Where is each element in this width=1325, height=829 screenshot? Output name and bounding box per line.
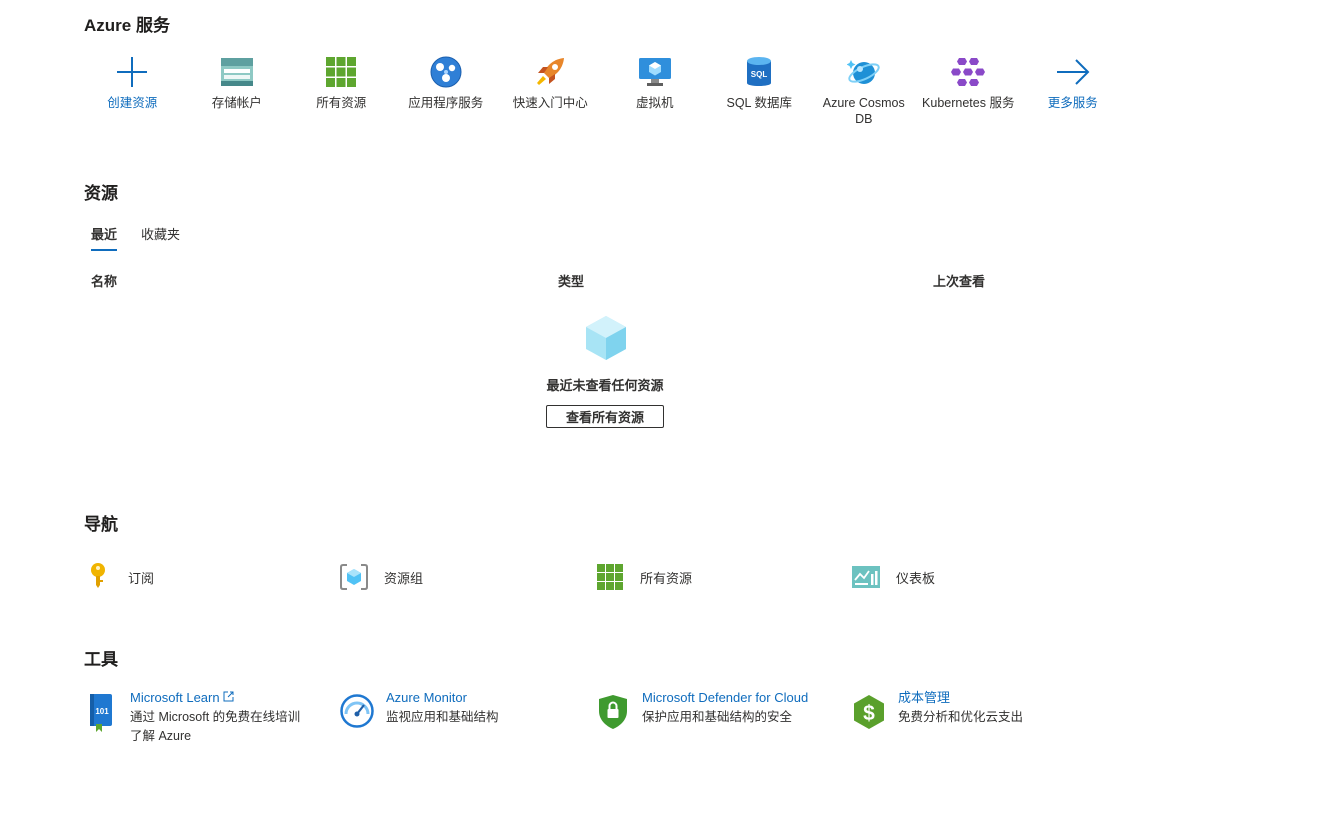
service-virtual-machine[interactable]: 虚拟机 xyxy=(603,54,708,127)
column-header-name[interactable]: 名称 xyxy=(91,274,118,289)
svg-text:SQL: SQL xyxy=(751,70,768,79)
navigation-title: 导航 xyxy=(84,515,118,534)
empty-resources-cube-icon xyxy=(584,314,628,367)
nav-item-dashboard[interactable]: 仪表板 xyxy=(852,563,935,591)
service-kubernetes[interactable]: Kubernetes 服务 xyxy=(916,54,1021,127)
service-app-service[interactable]: 应用程序服务 xyxy=(394,54,499,127)
resources-tabs: 最近 收藏夹 xyxy=(91,224,180,251)
service-create-resource[interactable]: 创建资源 xyxy=(80,54,185,127)
tools-title: 工具 xyxy=(84,650,118,669)
sql-database-icon: SQL xyxy=(741,54,777,90)
tool-title[interactable]: Azure Monitor xyxy=(386,690,467,705)
key-icon xyxy=(84,563,112,591)
nav-item-label: 订阅 xyxy=(128,570,155,586)
tool-description: 免费分析和优化云支出 xyxy=(898,710,1024,724)
all-resources-grid-icon xyxy=(596,563,624,591)
defender-shield-icon xyxy=(596,694,630,734)
tool-description: 保护应用和基础结构的安全 xyxy=(642,710,793,724)
nav-item-label: 仪表板 xyxy=(896,570,936,586)
service-cosmos-db[interactable]: Azure Cosmos DB xyxy=(812,54,917,127)
nav-item-resource-groups[interactable]: 资源组 xyxy=(340,563,423,591)
tool-title[interactable]: Microsoft Learn xyxy=(130,690,220,705)
tool-title[interactable]: 成本管理 xyxy=(898,690,951,705)
service-storage-account[interactable]: 存储帐户 xyxy=(185,54,290,127)
tab-favorites[interactable]: 收藏夹 xyxy=(141,227,181,242)
cost-management-icon: $ xyxy=(852,694,886,734)
tool-description: 通过 Microsoft 的免费在线培训了解 Azure xyxy=(130,710,301,743)
service-label: Azure Cosmos DB xyxy=(822,96,905,126)
service-label: 应用程序服务 xyxy=(408,96,484,110)
service-more-services[interactable]: 更多服务 xyxy=(1021,54,1126,127)
service-label: 更多服务 xyxy=(1047,96,1098,110)
service-label: 快速入门中心 xyxy=(512,96,588,110)
svg-text:101: 101 xyxy=(95,707,109,716)
column-header-type[interactable]: 类型 xyxy=(558,274,585,289)
external-link-icon xyxy=(223,690,234,705)
kubernetes-icon xyxy=(950,54,986,90)
learn-book-icon: 101 xyxy=(84,694,118,734)
app-service-icon xyxy=(428,54,464,90)
dashboard-icon xyxy=(852,563,880,591)
tool-microsoft-learn[interactable]: 101 Microsoft Learn 通过 Microsoft 的免费在线培训… xyxy=(84,690,305,746)
tool-defender-for-cloud[interactable]: Microsoft Defender for Cloud 保护应用和基础结构的安… xyxy=(596,690,817,734)
arrow-right-icon xyxy=(1055,54,1091,90)
empty-state-message: 最近未查看任何资源 xyxy=(546,378,664,393)
cosmos-db-icon xyxy=(846,54,882,90)
nav-item-subscriptions[interactable]: 订阅 xyxy=(84,563,154,591)
service-all-resources[interactable]: 所有资源 xyxy=(289,54,394,127)
plus-icon xyxy=(114,54,150,90)
resource-group-icon xyxy=(340,563,368,591)
monitor-gauge-icon xyxy=(340,694,374,734)
services-title: Azure 服务 xyxy=(84,16,170,35)
resources-title: 资源 xyxy=(84,184,118,203)
nav-item-label: 所有资源 xyxy=(640,570,693,586)
rocket-icon xyxy=(532,54,568,90)
view-all-resources-button[interactable]: 查看所有资源 xyxy=(546,405,664,428)
service-label: Kubernetes 服务 xyxy=(922,96,1015,110)
all-resources-grid-icon xyxy=(323,54,359,90)
svg-text:$: $ xyxy=(863,702,875,725)
service-label: 所有资源 xyxy=(316,96,367,110)
nav-item-all-resources[interactable]: 所有资源 xyxy=(596,563,692,591)
tool-cost-management[interactable]: $ 成本管理 免费分析和优化云支出 xyxy=(852,690,1073,734)
tool-azure-monitor[interactable]: Azure Monitor 监视应用和基础结构 xyxy=(340,690,561,734)
tool-title[interactable]: Microsoft Defender for Cloud xyxy=(642,690,809,705)
service-quickstart-center[interactable]: 快速入门中心 xyxy=(498,54,603,127)
nav-item-label: 资源组 xyxy=(384,570,424,586)
services-row: 创建资源 存储帐户 所有资源 xyxy=(80,54,1125,127)
tool-description: 监视应用和基础结构 xyxy=(386,710,499,724)
service-sql-database[interactable]: SQL SQL 数据库 xyxy=(707,54,812,127)
service-label: 存储帐户 xyxy=(211,96,262,110)
service-label: 创建资源 xyxy=(107,96,158,110)
virtual-machine-icon xyxy=(637,54,673,90)
service-label: SQL 数据库 xyxy=(726,96,793,110)
service-label: 虚拟机 xyxy=(635,96,674,110)
column-header-last-viewed[interactable]: 上次查看 xyxy=(933,274,986,289)
storage-account-icon xyxy=(219,54,255,90)
tab-recent[interactable]: 最近 xyxy=(91,224,118,251)
